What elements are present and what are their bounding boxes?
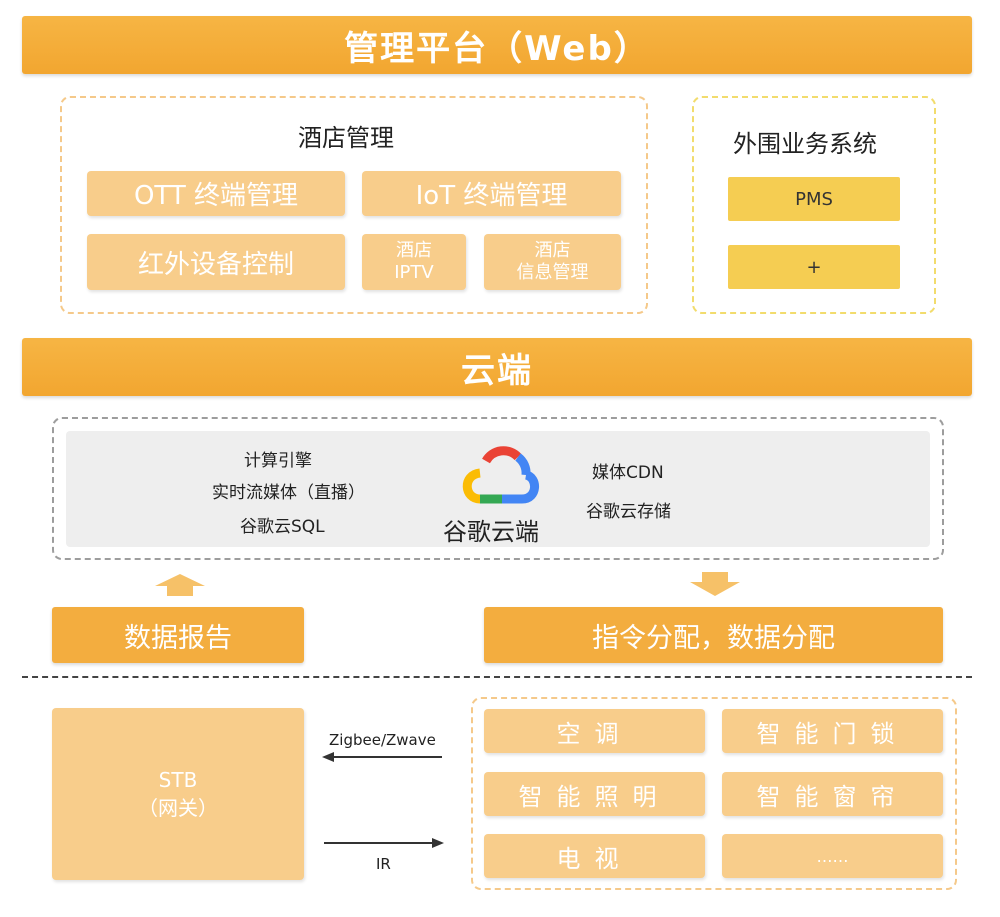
management-platform-banner: 管理平台（Web）: [22, 16, 972, 74]
iptv-line2: IPTV: [394, 262, 434, 283]
devices-group: [471, 697, 957, 890]
google-cloud-logo-icon: [462, 446, 539, 504]
device-smart-lock: 智能门锁: [722, 709, 943, 753]
zigbee-zwave-label: Zigbee/Zwave: [329, 731, 436, 749]
command-dispatch-label: 指令分配，数据分配: [592, 622, 835, 654]
hotel-iptv: 酒店 IPTV: [362, 234, 466, 290]
device-label: ……: [816, 846, 849, 866]
iot-terminal-management: IoT 终端管理: [362, 171, 621, 216]
hotel-management-group: [60, 96, 648, 314]
external-systems-title: 外围业务系统: [733, 130, 877, 158]
ir-label: IR: [376, 855, 391, 873]
external-systems-group: [692, 96, 936, 314]
device-more: ……: [722, 834, 943, 878]
media-cdn-label: 媒体CDN: [592, 463, 664, 483]
ir-control-label: 红外设备控制: [137, 249, 294, 280]
hotel-management-title: 酒店管理: [298, 124, 394, 152]
device-smart-curtain: 智能窗帘: [722, 772, 943, 816]
cloud-banner: 云端: [22, 338, 972, 396]
device-air-conditioner: 空调: [484, 709, 705, 753]
info-line1: 酒店: [534, 240, 571, 261]
cloud-storage-label: 谷歌云存储: [586, 502, 671, 522]
pms-label: PMS: [795, 188, 833, 210]
device-label: 智能窗帘: [756, 782, 909, 811]
up-arrow-icon: [155, 574, 205, 596]
device-label: 智能门锁: [756, 719, 909, 748]
cloud-sql-label: 谷歌云SQL: [240, 517, 325, 537]
google-cloud-label: 谷歌云端: [443, 518, 539, 546]
device-label: 电视: [556, 844, 633, 873]
layer-divider: [22, 676, 972, 678]
ir-device-control: 红外设备控制: [87, 234, 345, 290]
cloud-services-group: [52, 417, 944, 560]
data-report-bar: 数据报告: [52, 607, 304, 663]
plus-label: +: [806, 256, 822, 278]
ott-label: OTT 终端管理: [133, 181, 299, 211]
down-arrow-icon: [690, 572, 740, 596]
stb-gateway: STB （网关）: [52, 708, 304, 880]
compute-engine-label: 计算引擎: [244, 451, 312, 471]
pms-system: PMS: [728, 177, 900, 221]
iptv-line1: 酒店: [396, 240, 432, 261]
data-report-label: 数据报告: [124, 622, 232, 654]
iot-label: IoT 终端管理: [415, 181, 568, 211]
gateway-label: （网关）: [138, 796, 218, 820]
ott-terminal-management: OTT 终端管理: [87, 171, 345, 216]
add-system: +: [728, 245, 900, 289]
live-streaming-label: 实时流媒体（直播）: [212, 483, 365, 503]
hotel-info-management: 酒店 信息管理: [484, 234, 621, 290]
left-arrow-icon: [322, 752, 442, 762]
info-line2: 信息管理: [516, 262, 589, 283]
stb-label: STB: [158, 768, 198, 792]
device-tv: 电视: [484, 834, 705, 878]
right-arrow-icon: [324, 838, 444, 848]
management-platform-title: 管理平台（Web）: [344, 28, 650, 69]
device-label: 智能照明: [518, 782, 671, 811]
command-dispatch-bar: 指令分配，数据分配: [484, 607, 943, 663]
cloud-title: 云端: [461, 350, 533, 391]
device-label: 空调: [556, 719, 633, 748]
device-smart-lighting: 智能照明: [484, 772, 705, 816]
